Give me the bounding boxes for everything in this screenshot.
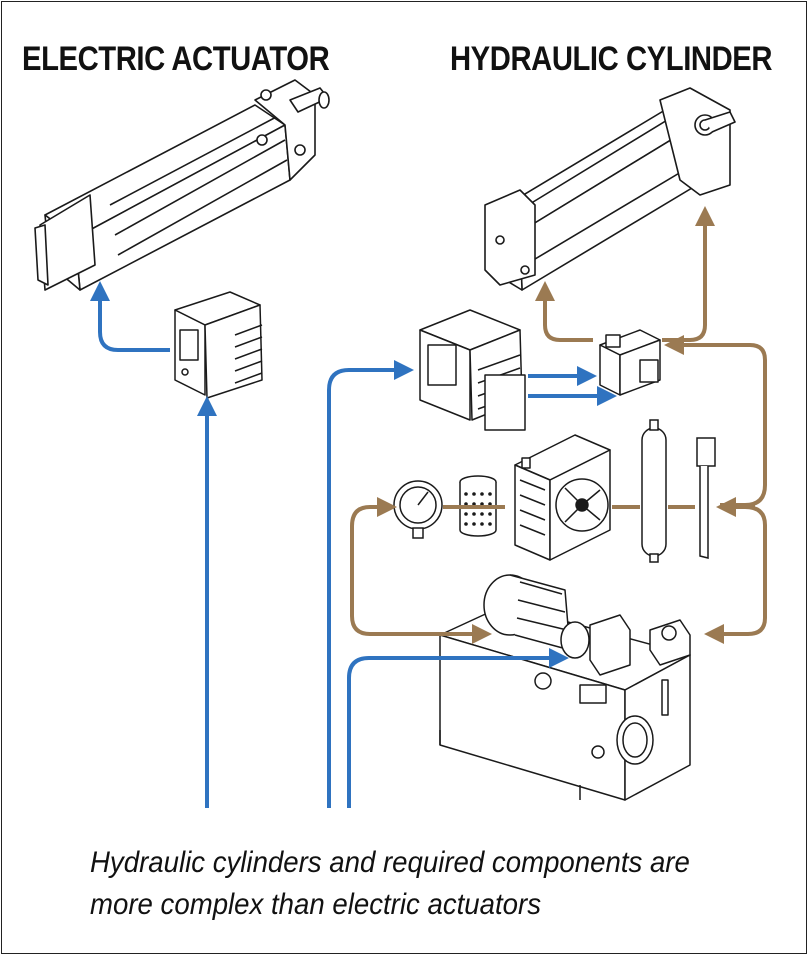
hydraulic-power-unit <box>439 574 691 801</box>
electric-actuator-heading: ELECTRIC ACTUATOR <box>22 40 330 78</box>
valve-drive <box>419 309 526 431</box>
electric-actuator <box>34 79 330 291</box>
hydraulic-flow-arrows <box>350 206 767 644</box>
level-sensor <box>696 437 716 559</box>
pressure-gauge <box>393 480 443 539</box>
oil-cooler <box>514 434 611 561</box>
hydraulic-cylinder-heading: HYDRAULIC CYLINDER <box>450 40 773 78</box>
electric-signal-arrows <box>90 281 217 808</box>
hydraulic-signal-arrows <box>327 360 617 808</box>
caption-line-1: Hydraulic cylinders and required compone… <box>90 846 690 879</box>
caption: Hydraulic cylinders and required compone… <box>90 842 734 926</box>
actuator-drive <box>174 291 263 399</box>
directional-valve <box>599 329 661 396</box>
caption-line-2: more complex than electric actuators <box>90 888 542 921</box>
accumulator <box>641 419 667 563</box>
hydraulic-cylinder <box>484 87 736 291</box>
